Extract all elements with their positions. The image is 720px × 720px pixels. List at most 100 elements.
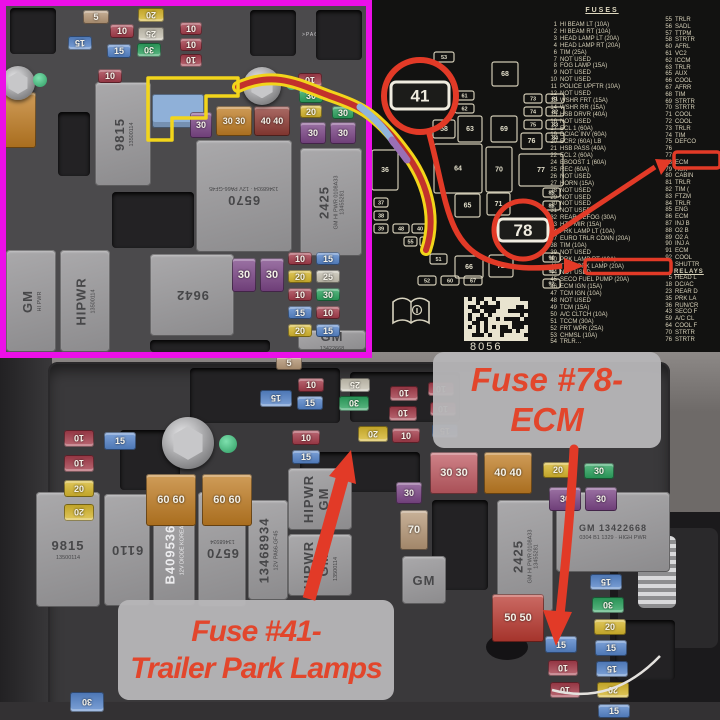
fuse: 15: [596, 661, 628, 677]
bolt-hex: [173, 426, 203, 460]
fuse: 15: [107, 44, 131, 58]
fuse: 15: [598, 704, 630, 718]
datamatrix-cell: [464, 333, 468, 337]
diagram-big-label-number: 41: [411, 87, 430, 106]
datamatrix-cell: [472, 337, 476, 341]
fuse: 60 60: [146, 474, 196, 526]
datamatrix-cell: [496, 321, 500, 325]
diagram-big-label-number: 78: [514, 221, 533, 240]
datamatrix-cell: [512, 333, 516, 337]
fuse: 10: [392, 428, 420, 443]
datamatrix-cell: [516, 297, 520, 301]
connector-slot: [316, 10, 362, 60]
bolt: [162, 417, 214, 469]
diagram-part-number: 8056: [470, 341, 503, 353]
datamatrix-cell: [492, 321, 496, 325]
datamatrix-cell: [464, 317, 468, 321]
callout-fuse-78-ecm: Fuse #78- ECM: [433, 352, 661, 448]
diagram-box-number: 70: [495, 167, 503, 174]
datamatrix-cell: [464, 309, 468, 313]
fuse: 10: [64, 430, 94, 447]
fuse: 20: [64, 480, 94, 497]
fuse: 30: [190, 112, 212, 138]
datamatrix-cell: [464, 329, 468, 333]
datamatrix-cell: [472, 325, 476, 329]
datamatrix-cell: [500, 337, 504, 341]
datamatrix-cell: [492, 329, 496, 333]
callout-line: Trailer Park Lamps: [130, 652, 383, 685]
fuse: 10: [288, 252, 312, 265]
datamatrix-cell: [524, 329, 528, 333]
bolt-hex: [8, 71, 28, 95]
datamatrix-cell: [468, 301, 472, 305]
diagram-box-number: 37: [378, 201, 384, 207]
datamatrix-cell: [484, 313, 488, 317]
datamatrix-cell: [468, 337, 472, 341]
fuse: 60 60: [202, 474, 252, 526]
connector-slot: [10, 8, 56, 54]
fuse: 25: [340, 378, 370, 392]
datamatrix-cell: [496, 313, 500, 317]
datamatrix-cell: [492, 337, 496, 341]
diagram-box-number: 67: [470, 279, 476, 285]
datamatrix-cell: [480, 301, 484, 305]
diagram-box: [545, 119, 565, 130]
legend-row: 76: [665, 146, 672, 153]
datamatrix-cell: [504, 297, 508, 301]
diagram-box-number: 77: [537, 167, 545, 174]
datamatrix-cell: [496, 337, 500, 341]
manual-book-icon: [392, 297, 430, 325]
fuse: 15: [260, 390, 292, 407]
datamatrix-cell: [484, 297, 488, 301]
datamatrix-cell: [512, 305, 516, 309]
datamatrix-cell: [520, 329, 524, 333]
datamatrix-cell: [512, 301, 516, 305]
fuse: 20: [288, 270, 312, 283]
fuse: 50 50: [492, 594, 544, 642]
connector-slot: [250, 10, 296, 56]
fuse: 15: [68, 36, 92, 50]
green-indicator-dot: [33, 73, 47, 87]
relay-label: GM: [412, 572, 436, 588]
fuse: 30: [316, 288, 340, 301]
datamatrix-cell: [516, 301, 520, 305]
diagram-box-number: 74: [530, 110, 537, 116]
diagram-box: [523, 106, 543, 117]
datamatrix-cell: [512, 337, 516, 341]
datamatrix-cell: [516, 333, 520, 337]
datamatrix-cell: [500, 305, 504, 309]
diagram-box-number: 64: [454, 166, 462, 173]
